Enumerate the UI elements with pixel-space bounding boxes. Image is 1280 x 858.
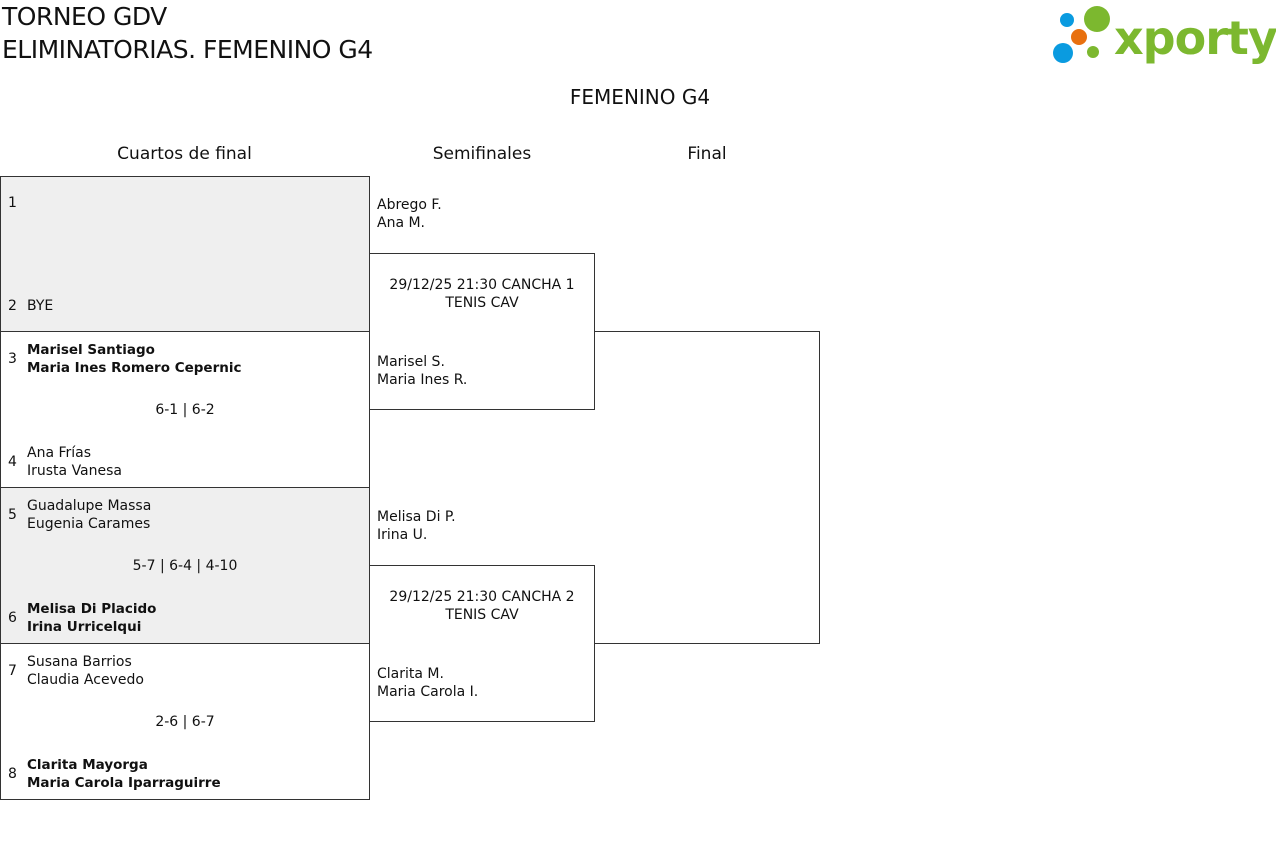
seed: 1 xyxy=(8,195,17,211)
team-name: Maria Ines R. xyxy=(377,372,468,388)
team-name: BYE xyxy=(27,298,54,314)
semifinal-2-team-a: Melisa Di P. xyxy=(377,509,456,525)
team-name: Clarita M. xyxy=(377,666,444,682)
bracket-title: FEMENINO G4 xyxy=(569,85,711,109)
semifinal-1-team-a: Abrego F. xyxy=(377,197,442,213)
stage-title: ELIMINATORIAS. FEMENINO G4 xyxy=(2,35,373,64)
quarterfinal-match-4: 7 Susana Barrios Claudia Acevedo 2-6 | 6… xyxy=(0,643,370,800)
seed: 3 xyxy=(8,351,17,367)
tournament-title: TORNEO GDV xyxy=(2,2,167,31)
seed: 7 xyxy=(8,663,17,679)
semifinal-2-team-a: Irina U. xyxy=(377,527,428,543)
quarterfinal-match-1: 1 2 BYE xyxy=(0,176,370,332)
team-name: Melisa Di Placido xyxy=(27,601,157,617)
semifinal-match-1: 29/12/25 21:30 CANCHA 1 TENIS CAV Marise… xyxy=(369,253,595,410)
xporty-logo: xporty xyxy=(1053,6,1276,65)
round-final: Final xyxy=(687,144,727,164)
final-match xyxy=(594,331,820,644)
team-name: Maria Ines Romero Cepernic xyxy=(27,360,242,376)
semifinal-match-2: 29/12/25 21:30 CANCHA 2 TENIS CAV Clarit… xyxy=(369,565,595,722)
seed: 2 xyxy=(8,298,17,314)
team-name: Marisel S. xyxy=(377,354,445,370)
seed: 6 xyxy=(8,610,17,626)
team-name: Irina Urricelqui xyxy=(27,619,142,635)
svg-text:xporty: xporty xyxy=(1114,11,1276,65)
match-schedule: 29/12/25 21:30 CANCHA 2 xyxy=(389,589,575,605)
seed: 5 xyxy=(8,507,17,523)
seed: 8 xyxy=(8,766,17,782)
match-schedule: 29/12/25 21:30 CANCHA 1 xyxy=(389,277,575,293)
match-score: 6-1 | 6-2 xyxy=(155,402,215,418)
team-name: Irusta Vanesa xyxy=(27,463,122,479)
team-name: Eugenia Carames xyxy=(27,516,151,532)
match-venue: TENIS CAV xyxy=(445,607,519,623)
team-name: Susana Barrios xyxy=(27,654,132,670)
team-name: Claudia Acevedo xyxy=(27,672,144,688)
semifinal-1-team-a: Ana M. xyxy=(377,215,426,231)
seed: 4 xyxy=(8,454,17,470)
team-name: Clarita Mayorga xyxy=(27,757,148,773)
match-score: 5-7 | 6-4 | 4-10 xyxy=(132,558,238,574)
match-venue: TENIS CAV xyxy=(445,295,519,311)
team-name: Maria Carola Iparraguirre xyxy=(27,775,221,791)
quarterfinal-match-3: 5 Guadalupe Massa Eugenia Carames 5-7 | … xyxy=(0,487,370,644)
quarterfinal-match-2: 3 Marisel Santiago Maria Ines Romero Cep… xyxy=(0,331,370,488)
team-name: Marisel Santiago xyxy=(27,342,155,358)
round-semifinals: Semifinales xyxy=(432,144,532,164)
team-name: Ana Frías xyxy=(27,445,92,461)
team-name: Guadalupe Massa xyxy=(27,498,152,514)
round-quarterfinals: Cuartos de final xyxy=(117,144,252,164)
team-name: Maria Carola I. xyxy=(377,684,479,700)
match-score: 2-6 | 6-7 xyxy=(155,714,215,730)
